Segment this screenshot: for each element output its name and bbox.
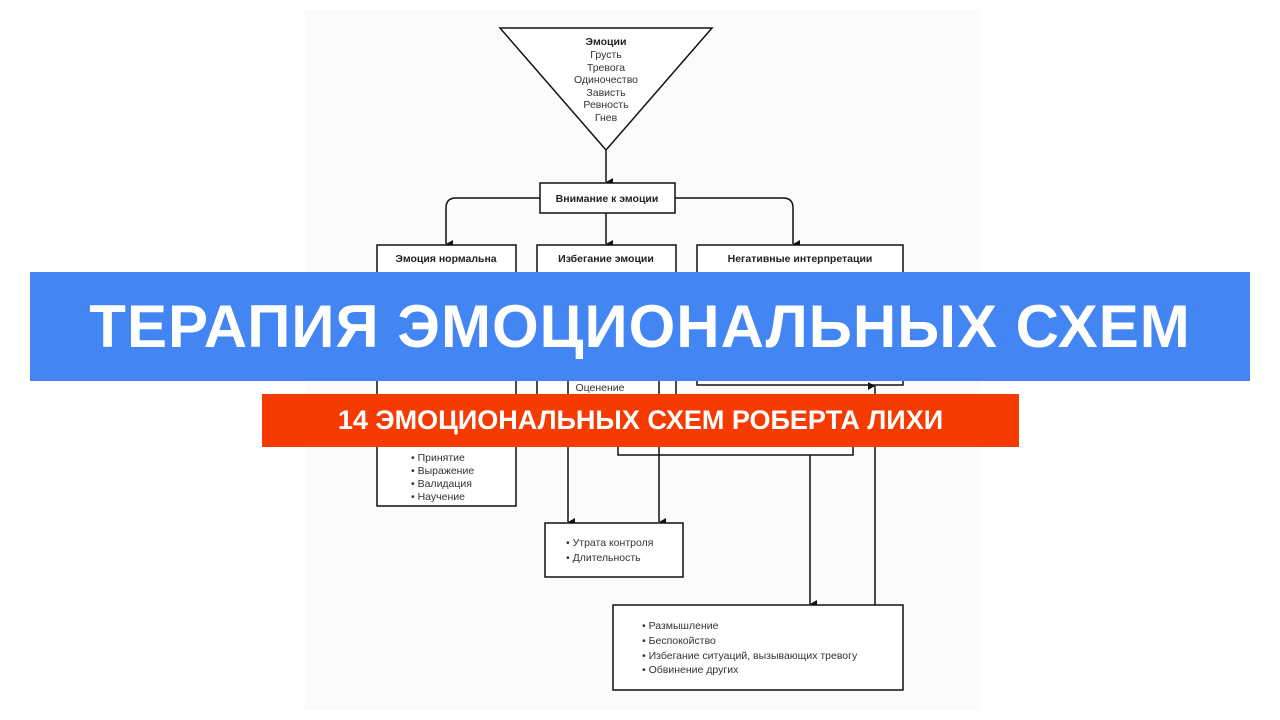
title-banner: ТЕРАПИЯ ЭМОЦИОНАЛЬНЫХ СХЕМ [30, 272, 1250, 381]
normal-item: • Валидация [411, 478, 472, 490]
emotion-item: Одиночество [574, 74, 638, 86]
emotion-item: Грусть [590, 49, 622, 61]
strategy-item: • Избегание ситуаций, вызывающих тревогу [642, 650, 858, 662]
normal-item: • Выражение [411, 465, 474, 477]
emotion-item: Зависть [586, 87, 626, 99]
avoidance-title: Избегание эмоции [558, 253, 654, 265]
emotions-triangle [498, 27, 714, 152]
strategy-item: • Беспокойство [642, 635, 716, 647]
arrow-attention-negative [675, 197, 800, 248]
loss-item: • Длительность [566, 552, 641, 564]
subtitle-banner: 14 ЭМОЦИОНАЛЬНЫХ СХЕМ РОБЕРТА ЛИХИ [262, 394, 1019, 447]
normal-item: • Принятие [411, 452, 465, 464]
loss-box [544, 522, 684, 578]
subtitle-text: 14 ЭМОЦИОНАЛЬНЫХ СХЕМ РОБЕРТА ЛИХИ [337, 405, 944, 435]
negative-title: Негативные интерпретации [728, 253, 873, 265]
emotions-title: Эмоции [586, 36, 627, 48]
emotion-item: Тревога [587, 62, 625, 74]
title-text: ТЕРАПИЯ ЭМОЦИОНАЛЬНЫХ СХЕМ [89, 293, 1191, 360]
emotion-item: Ревность [583, 99, 629, 111]
attention-box [539, 182, 676, 214]
normal-title: Эмоция нормальна [395, 253, 496, 265]
strategy-item: • Обвинение других [642, 664, 739, 676]
avoidance-partial-item: Оценение [575, 382, 624, 394]
normal-item: • Научение [411, 491, 465, 503]
strategies-box [612, 604, 904, 691]
strategy-item: • Размышление [642, 620, 719, 632]
loss-item: • Утрата контроля [566, 537, 653, 549]
emotion-item: Гнев [595, 112, 618, 124]
arrow-attention-normal [445, 197, 540, 248]
attention-label: Внимание к эмоции [556, 193, 659, 205]
